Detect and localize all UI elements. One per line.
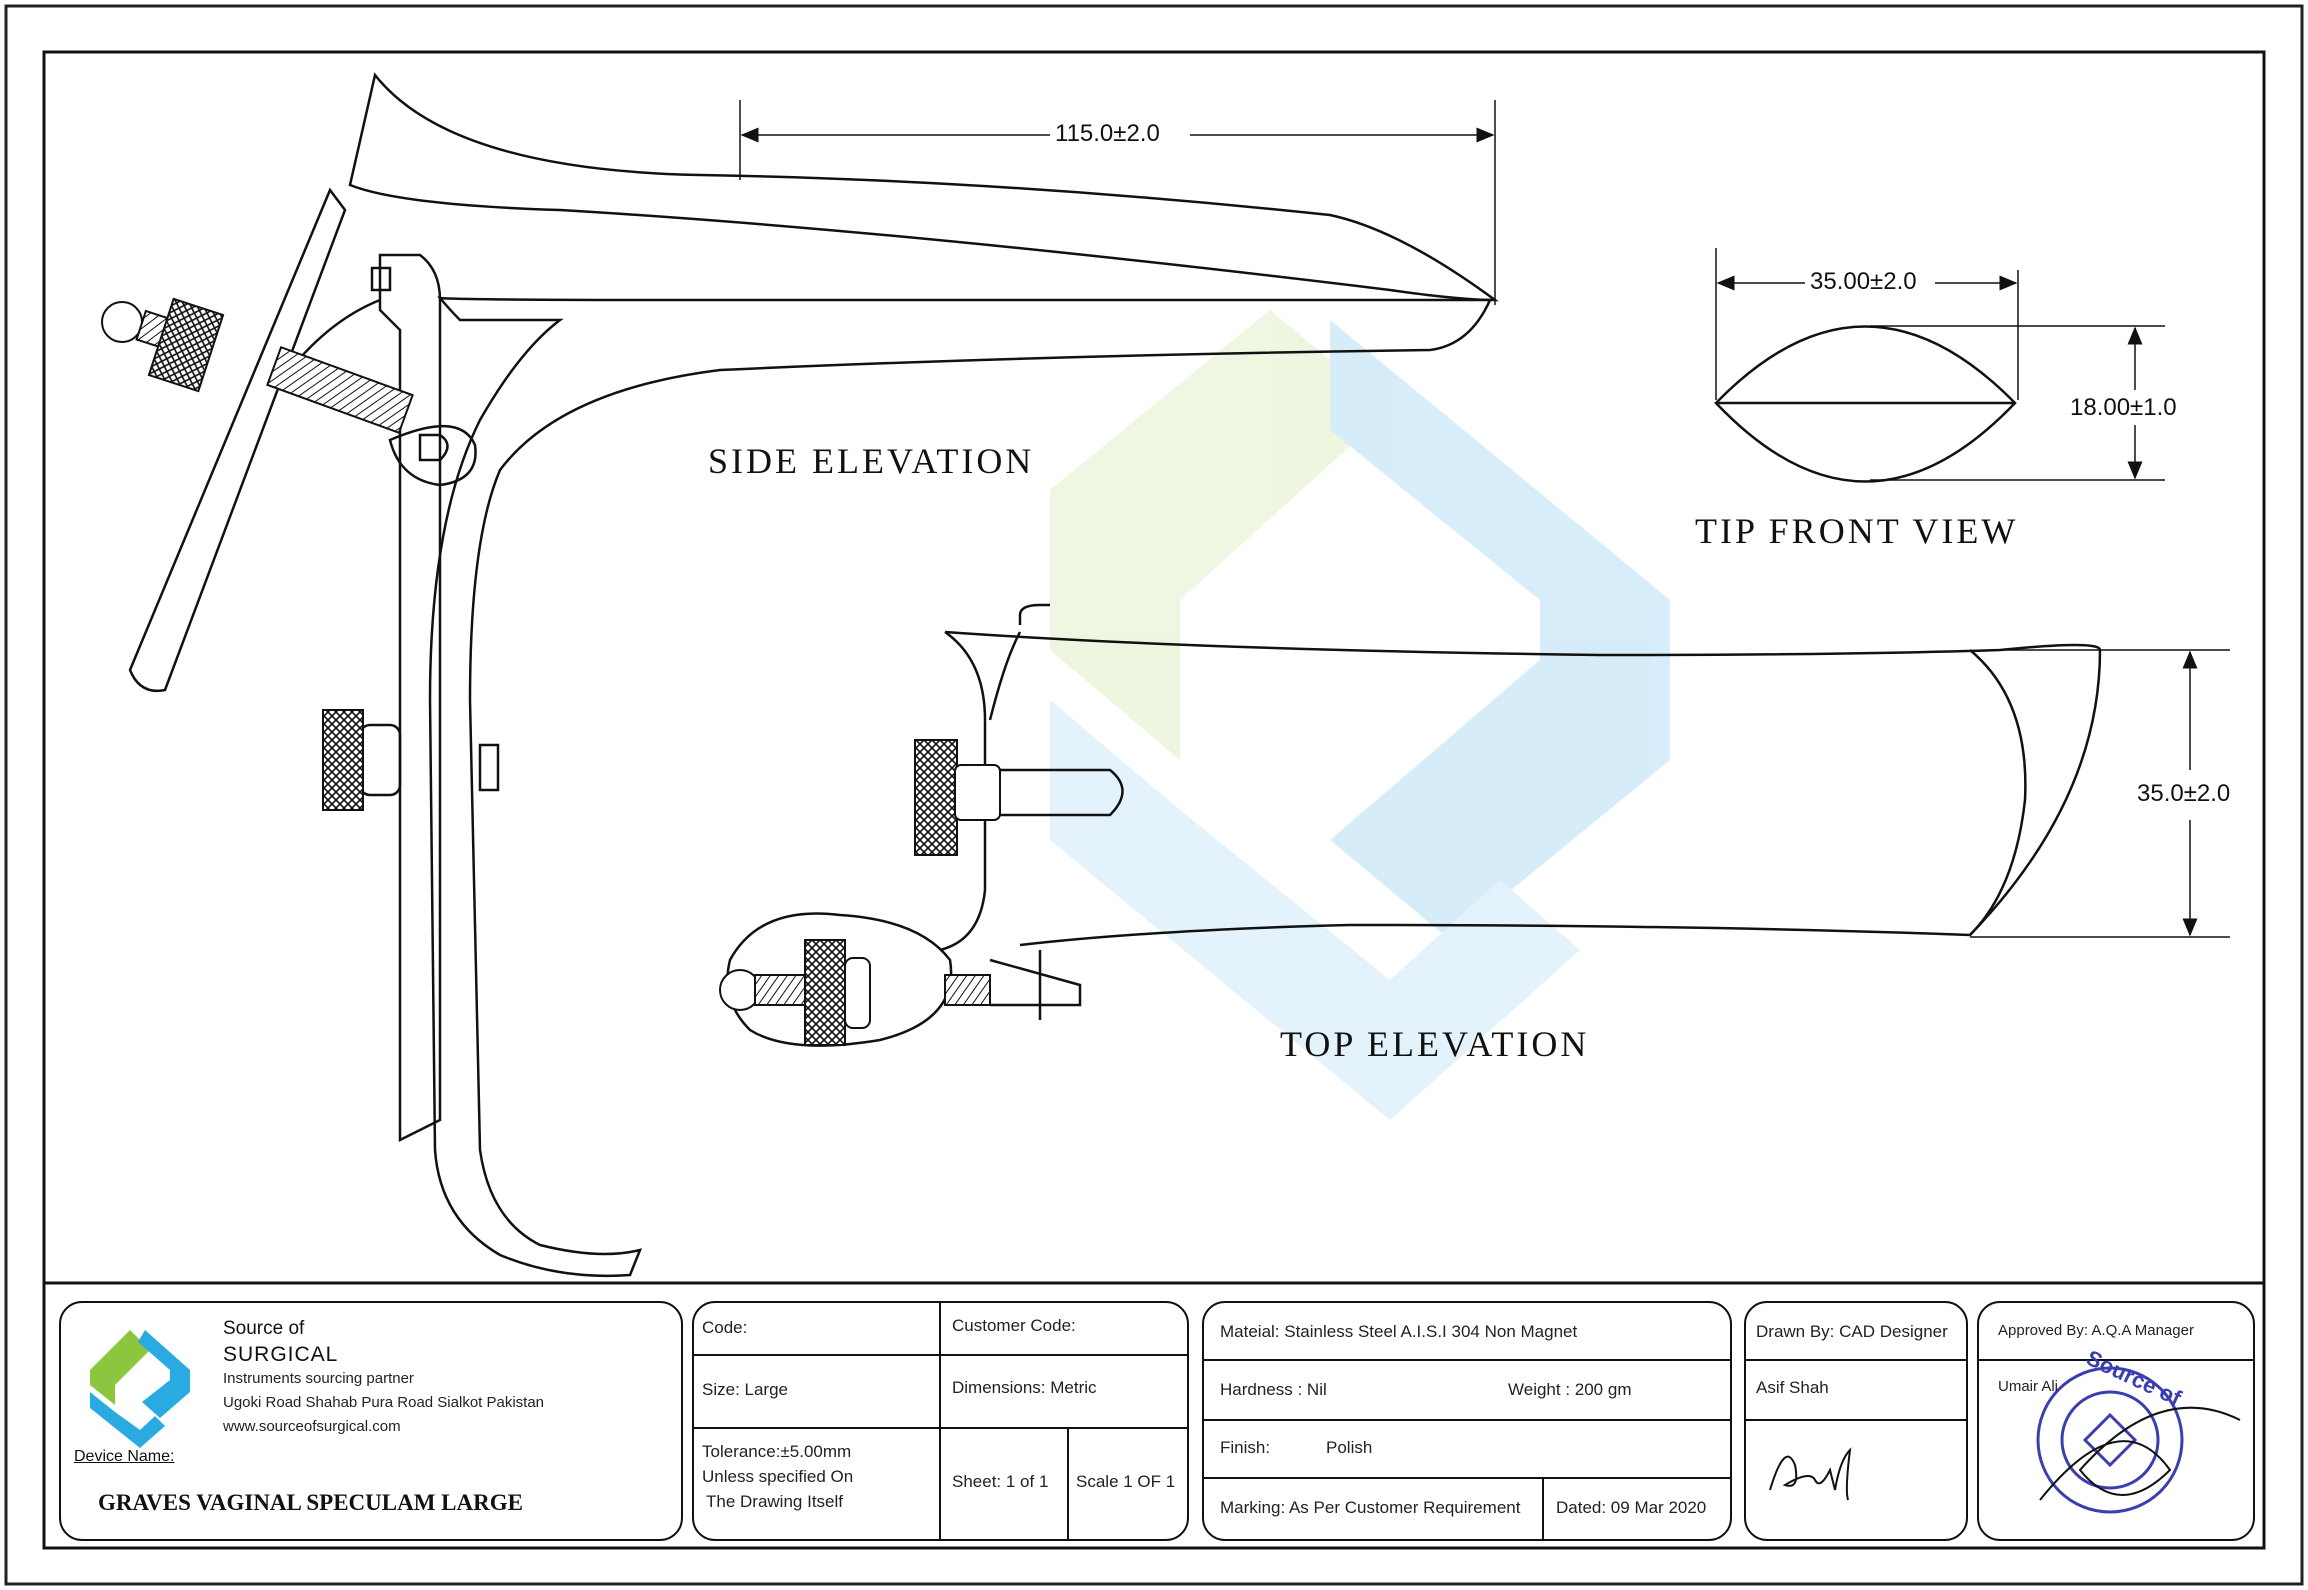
company-tagline: Instruments sourcing partner [223, 1370, 414, 1387]
weight-field: Weight : 200 gm [1508, 1380, 1632, 1399]
company-logo [90, 1330, 190, 1448]
size-field: Size: Large [702, 1380, 788, 1399]
company-name-line2: SURGICAL [223, 1343, 339, 1366]
scale-field: Scale 1 OF 1 [1076, 1472, 1176, 1491]
tolerance-line2: Unless specified On [702, 1467, 854, 1486]
dated-field: Dated: 09 Mar 2020 [1556, 1498, 1707, 1517]
customer-code-field: Customer Code: [952, 1316, 1076, 1335]
sheet-field: Sheet: 1 of 1 [952, 1472, 1049, 1491]
finish-value: Polish [1326, 1438, 1373, 1457]
company-website: www.sourceofsurgical.com [223, 1418, 401, 1435]
approved-by-field: Approved By: A.Q.A Manager [1998, 1322, 2194, 1339]
approved-name: Umair Ali [1998, 1378, 2059, 1395]
tip-width-dimension: 35.00±2.0 [1810, 268, 1917, 295]
stamp-text: Source of [2083, 1345, 2186, 1411]
side-elevation-drawing [128, 72, 1499, 1278]
code-field: Code: [702, 1318, 748, 1337]
device-name: GRAVES VAGINAL SPECULAM LARGE [98, 1490, 523, 1515]
stamp-text-group: Source of [2083, 1345, 2186, 1411]
finish-label: Finish: [1220, 1438, 1271, 1457]
approval-stamp [2036, 1366, 2241, 1514]
company-address: Ugoki Road Shahab Pura Road Sialkot Paki… [223, 1394, 545, 1411]
dimension-lines [739, 100, 2230, 938]
tolerance-line3: The Drawing Itself [706, 1492, 843, 1511]
drawn-by-field: Drawn By: CAD Designer [1756, 1322, 1948, 1341]
dimensions-field: Dimensions: Metric [952, 1378, 1097, 1397]
top-knurled-parts [719, 739, 1001, 1046]
marking-field: Marking: As Per Customer Requirement [1220, 1498, 1521, 1517]
device-name-label: Device Name: [74, 1448, 175, 1465]
blade-width-dimension: 35.0±2.0 [2137, 780, 2231, 807]
side-knurled-parts [101, 297, 414, 811]
tip-height-dimension: 18.00±1.0 [2070, 394, 2177, 421]
title-block-frames [59, 1301, 2255, 1541]
tolerance-line1: Tolerance:±5.00mm [702, 1442, 852, 1461]
company-name-line1: Source of [223, 1318, 305, 1339]
drawn-name: Asif Shah [1756, 1378, 1829, 1397]
tip-front-view-drawing [1714, 325, 2017, 483]
hardness-field: Hardness : Nil [1220, 1380, 1327, 1399]
top-elevation-title: TOP ELEVATION [1280, 1024, 1590, 1064]
length-dimension: 115.0±2.0 [1055, 120, 1160, 147]
tip-front-view-title: TIP FRONT VIEW [1695, 511, 2019, 551]
side-elevation-title: SIDE ELEVATION [708, 441, 1035, 481]
watermark-logo [1050, 310, 1670, 1120]
material-field: Mateial: Stainless Steel A.I.S.I 304 Non… [1220, 1322, 1578, 1341]
drawn-signature-graphic [1769, 1447, 1852, 1501]
